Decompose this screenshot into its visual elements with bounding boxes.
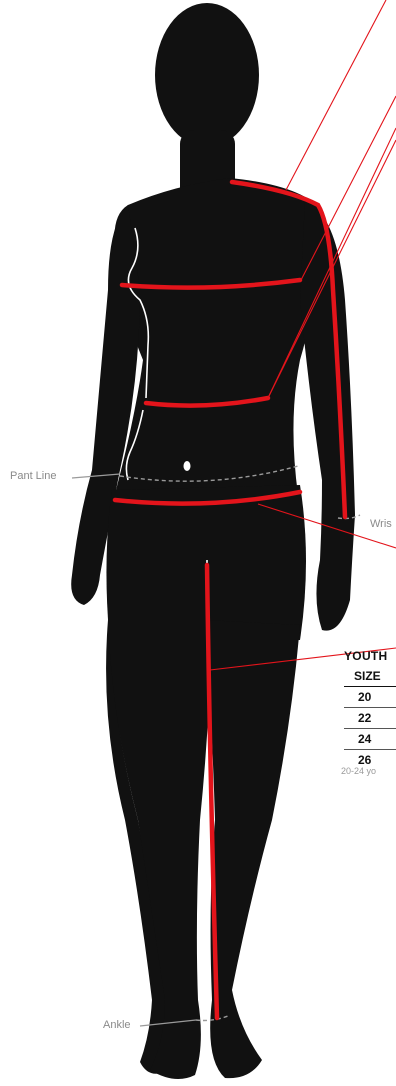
size-row: 24: [344, 729, 396, 750]
size-column-header: SIZE: [344, 666, 396, 687]
wrist-label: Wris: [370, 518, 392, 530]
right-arm-shape: [300, 200, 355, 631]
head-shape: [155, 3, 259, 147]
size-table-note: 20-24 yo: [341, 766, 376, 776]
right-leg-fill: [205, 620, 300, 1078]
size-row: 22: [344, 708, 396, 729]
chest-leader: [300, 96, 396, 282]
ankle-label: Ankle: [103, 1019, 131, 1031]
pant-line-label: Pant Line: [10, 470, 56, 482]
shoulder-leader: [286, 0, 386, 190]
size-table: YOUTH SIZE 20 22 24 26: [344, 647, 396, 770]
size-table-title: YOUTH: [344, 647, 396, 666]
torso-shape: [112, 178, 322, 505]
navel-mark: [184, 461, 191, 471]
size-row: 20: [344, 687, 396, 708]
